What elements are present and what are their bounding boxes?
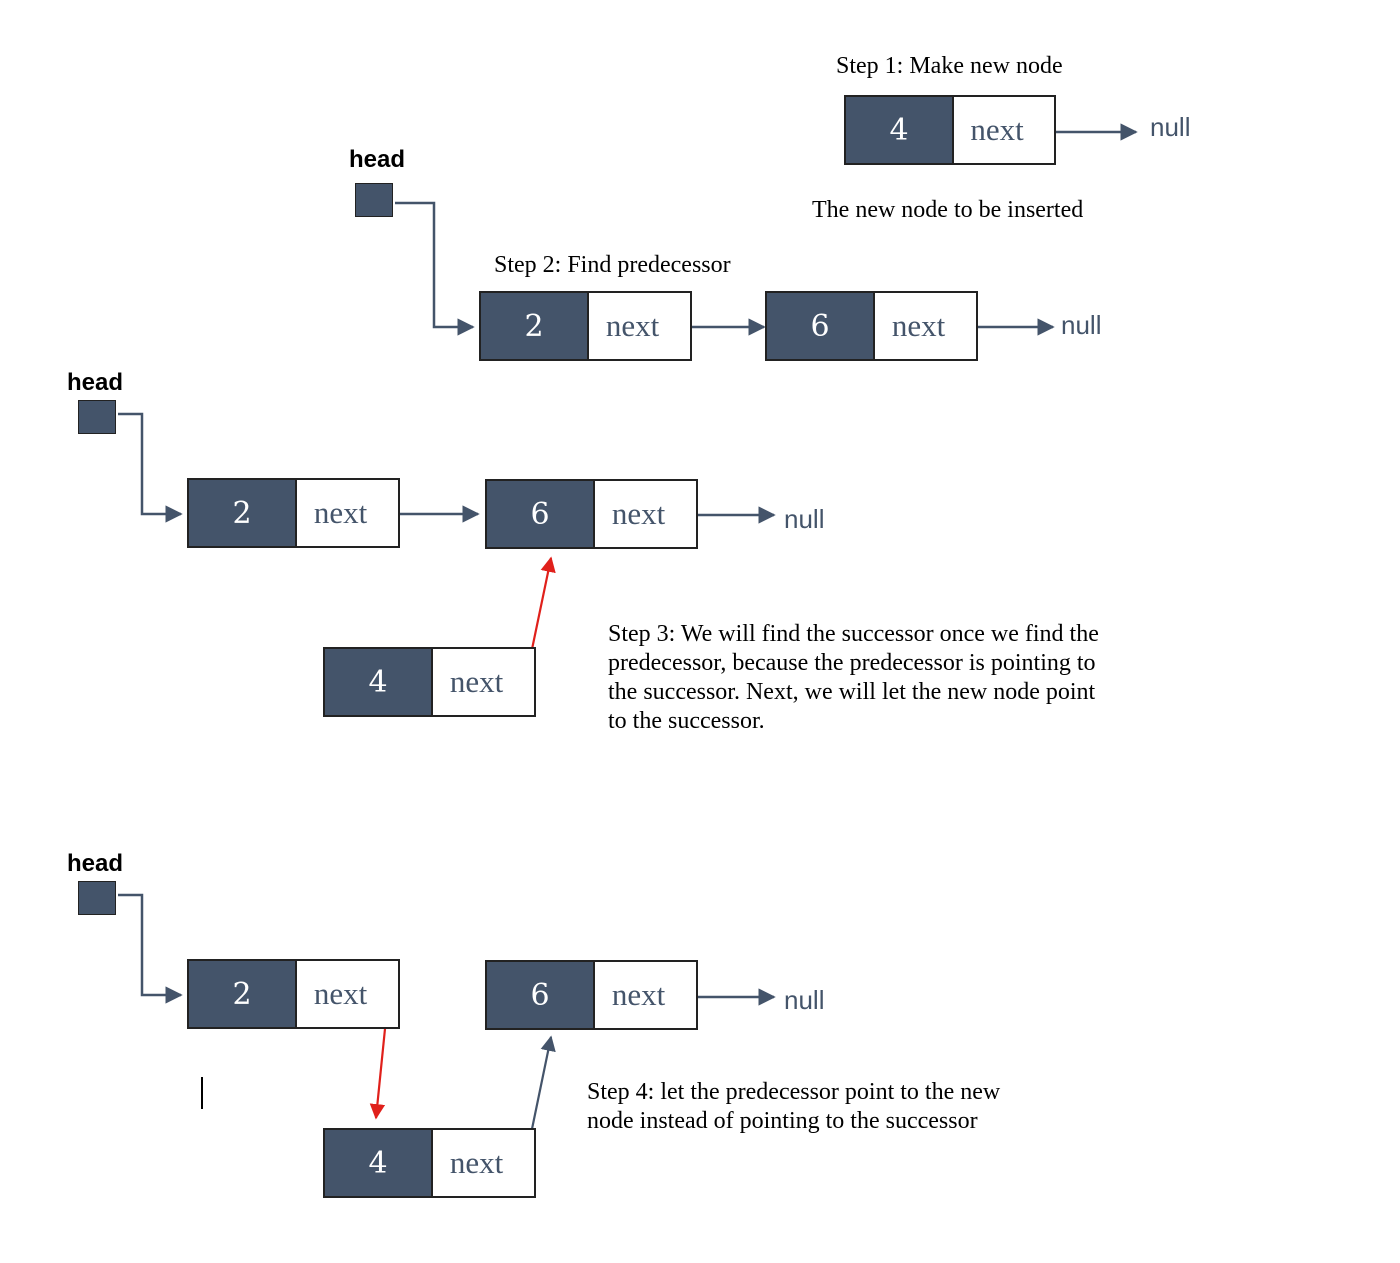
node-pointer-label: next: [611, 496, 666, 531]
caption-line: Step 4: let the predecessor point to the…: [587, 1079, 1001, 1105]
node-pointer-label: next: [313, 976, 368, 1011]
text-cursor: [201, 1077, 203, 1109]
step4-null-label: null: [784, 985, 825, 1015]
step2-caption: Step 2: Find predecessor: [494, 252, 731, 278]
step2-node-2: 2 next: [479, 291, 692, 361]
node-value: 6: [487, 481, 595, 547]
step3-head-arrow: [118, 412, 183, 523]
step4-head-label: head: [67, 850, 124, 877]
step3-node-2: 2 next: [187, 478, 400, 548]
step4-head-arrow: [118, 893, 183, 1004]
node-value: 6: [487, 962, 595, 1028]
node-pointer-label: next: [313, 495, 368, 530]
node-pointer-label: next: [611, 977, 666, 1012]
step4-node-2: 2 next: [187, 959, 400, 1029]
node-pointer-label: next: [449, 1145, 504, 1180]
step3-node-6: 6 next: [485, 479, 698, 549]
step2-head-pointer: [355, 183, 393, 217]
step1-caption: Step 1: Make new node: [836, 53, 1063, 79]
step3-null-label: null: [784, 504, 825, 534]
node-value: 6: [767, 293, 875, 359]
step4-head-pointer: [78, 881, 116, 915]
caption-line: node instead of pointing to the successo…: [587, 1108, 978, 1134]
node-value: 2: [481, 293, 589, 359]
node-pointer-label: next: [891, 308, 946, 343]
caption-line: predecessor, because the predecessor is …: [608, 650, 1096, 676]
node-value: 4: [325, 649, 433, 715]
step2-node-6: 6 next: [765, 291, 978, 361]
step1-null-label: null: [1150, 112, 1191, 142]
step3-new-node-4: 4 next: [323, 647, 536, 717]
step3-caption: Step 3: We will find the successor once …: [608, 620, 1099, 736]
node-pointer-label: next: [970, 112, 1024, 147]
step4-caption: Step 4: let the predecessor point to the…: [587, 1078, 1000, 1136]
step2-null-label: null: [1061, 310, 1102, 340]
caption-line: to the successor.: [608, 708, 765, 734]
step4-new-node-4: 4 next: [323, 1128, 536, 1198]
step4-node-6: 6 next: [485, 960, 698, 1030]
node-pointer-label: next: [449, 664, 504, 699]
step2-head-arrow: [395, 201, 475, 336]
step1-new-node: 4 next: [844, 95, 1056, 165]
caption-line: the successor. Next, we will let the new…: [608, 679, 1096, 705]
node-value: 4: [846, 97, 954, 163]
step3-head-label: head: [67, 369, 124, 396]
node-value: 4: [325, 1130, 433, 1196]
node-value: 2: [189, 480, 297, 546]
step3-head-pointer: [78, 400, 116, 434]
step2-head-label: head: [349, 146, 406, 173]
node-pointer-label: next: [605, 308, 660, 343]
caption-line: Step 3: We will find the successor once …: [608, 621, 1099, 647]
node-value: 2: [189, 961, 297, 1027]
step1-note: The new node to be inserted: [812, 197, 1084, 223]
